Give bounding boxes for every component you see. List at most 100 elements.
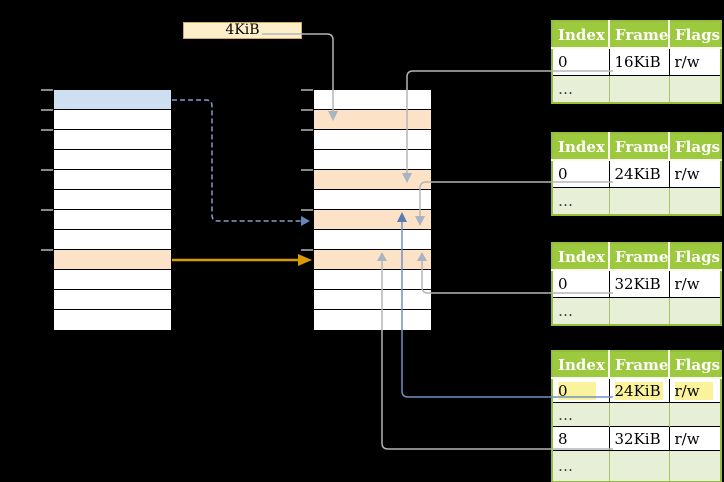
address-tick xyxy=(301,89,313,91)
memory-row-white xyxy=(314,150,431,170)
page-table-3: Index Frame Flags 0 32KiB r/w … xyxy=(551,242,722,326)
column-header-frame: Frame xyxy=(608,351,669,379)
cell-index: … xyxy=(552,297,609,325)
memory-row-orange xyxy=(314,170,431,190)
address-tick xyxy=(41,129,53,131)
memory-row-white xyxy=(54,210,171,230)
address-tick xyxy=(41,209,53,211)
address-tick xyxy=(41,169,53,171)
address-tick xyxy=(301,169,313,171)
address-tick xyxy=(301,109,313,111)
memory-row-orange xyxy=(314,250,431,270)
column-header-flags: Flags xyxy=(668,21,721,49)
cell-index: … xyxy=(552,187,609,215)
cell-index: 8 xyxy=(552,426,609,451)
cell-index: … xyxy=(552,75,609,103)
cell-index: … xyxy=(552,402,609,427)
memory-row-white xyxy=(54,190,171,210)
address-tick xyxy=(301,129,313,131)
arrowhead-right-icon xyxy=(301,216,310,226)
page-table-2: Index Frame Flags 0 24KiB r/w … xyxy=(551,132,722,216)
address-tick xyxy=(41,109,53,111)
cell-flags: r/w xyxy=(668,159,721,188)
cell-frame xyxy=(608,450,669,482)
table-row-ellipsis: … xyxy=(552,297,721,325)
highlight-mark: 24KiB xyxy=(614,381,663,400)
memory-row-white xyxy=(54,230,171,250)
column-header-index: Index xyxy=(552,243,609,271)
memory-row-white xyxy=(314,230,431,250)
cell-frame: 16KiB xyxy=(608,47,669,76)
memory-row-white xyxy=(54,150,171,170)
memory-row-white xyxy=(54,130,171,150)
highlight-mark: 0 xyxy=(558,381,596,400)
address-tick xyxy=(41,89,53,91)
cell-flags xyxy=(668,187,721,215)
column-header-flags: Flags xyxy=(668,351,721,379)
column-header-flags: Flags xyxy=(668,133,721,161)
cell-frame xyxy=(608,75,669,103)
cell-index: 0 xyxy=(552,377,609,403)
cell-frame: 32KiB xyxy=(608,269,669,298)
memory-row-white xyxy=(54,170,171,190)
cell-frame: 24KiB xyxy=(608,377,669,403)
memory-row-white xyxy=(54,290,171,310)
cell-flags xyxy=(668,402,721,427)
column-header-frame: Frame xyxy=(608,133,669,161)
cell-flags: r/w xyxy=(668,47,721,76)
table-header-row: Index Frame Flags xyxy=(552,243,721,271)
memory-row-white xyxy=(314,290,431,310)
cell-frame xyxy=(608,402,669,427)
physical-memory-column xyxy=(313,89,432,331)
memory-row-white xyxy=(314,90,431,110)
cell-index: … xyxy=(552,450,609,482)
memory-row-white xyxy=(54,270,171,290)
cell-frame: 24KiB xyxy=(608,159,669,188)
cell-flags: r/w xyxy=(668,269,721,298)
cell-frame: 32KiB xyxy=(608,426,669,451)
cell-index: 0 xyxy=(552,159,609,188)
column-header-index: Index xyxy=(552,21,609,49)
page-size-label: 4KiB xyxy=(183,22,302,39)
cell-flags xyxy=(668,450,721,482)
table-row-ellipsis: … xyxy=(552,187,721,215)
memory-row-white xyxy=(314,190,431,210)
arrow-virtual-page-dashed xyxy=(172,99,301,222)
memory-row-orange xyxy=(54,250,171,270)
table-row: 0 16KiB r/w xyxy=(552,47,721,76)
cell-index: 0 xyxy=(552,269,609,298)
table-row-ellipsis: … xyxy=(552,450,721,482)
address-tick xyxy=(301,249,313,251)
memory-row-white xyxy=(314,270,431,290)
arrowhead-right-icon xyxy=(298,254,312,266)
column-header-frame: Frame xyxy=(608,21,669,49)
memory-row-white xyxy=(54,110,171,130)
table-row: 8 32KiB r/w xyxy=(552,426,721,451)
page-table-1: Index Frame Flags 0 16KiB r/w … xyxy=(551,20,722,104)
address-tick xyxy=(41,249,53,251)
cell-frame xyxy=(608,187,669,215)
table-row: 0 24KiB r/w xyxy=(552,159,721,188)
memory-row-white xyxy=(54,310,171,330)
table-row-ellipsis: … xyxy=(552,402,721,427)
memory-row-blue xyxy=(54,90,171,110)
memory-row-white xyxy=(314,310,431,330)
address-tick xyxy=(301,209,313,211)
table-header-row: Index Frame Flags xyxy=(552,21,721,49)
virtual-memory-column xyxy=(53,89,172,331)
column-header-frame: Frame xyxy=(608,243,669,271)
cell-flags: r/w xyxy=(668,377,721,403)
memory-row-white xyxy=(314,130,431,150)
memory-row-orange xyxy=(314,210,431,230)
table-row: 0 32KiB r/w xyxy=(552,269,721,298)
cell-frame xyxy=(608,297,669,325)
column-header-index: Index xyxy=(552,133,609,161)
cell-flags: r/w xyxy=(668,426,721,451)
cell-index: 0 xyxy=(552,47,609,76)
table-header-row: Index Frame Flags xyxy=(552,133,721,161)
cell-flags xyxy=(668,297,721,325)
cell-flags xyxy=(668,75,721,103)
column-header-index: Index xyxy=(552,351,609,379)
column-header-flags: Flags xyxy=(668,243,721,271)
